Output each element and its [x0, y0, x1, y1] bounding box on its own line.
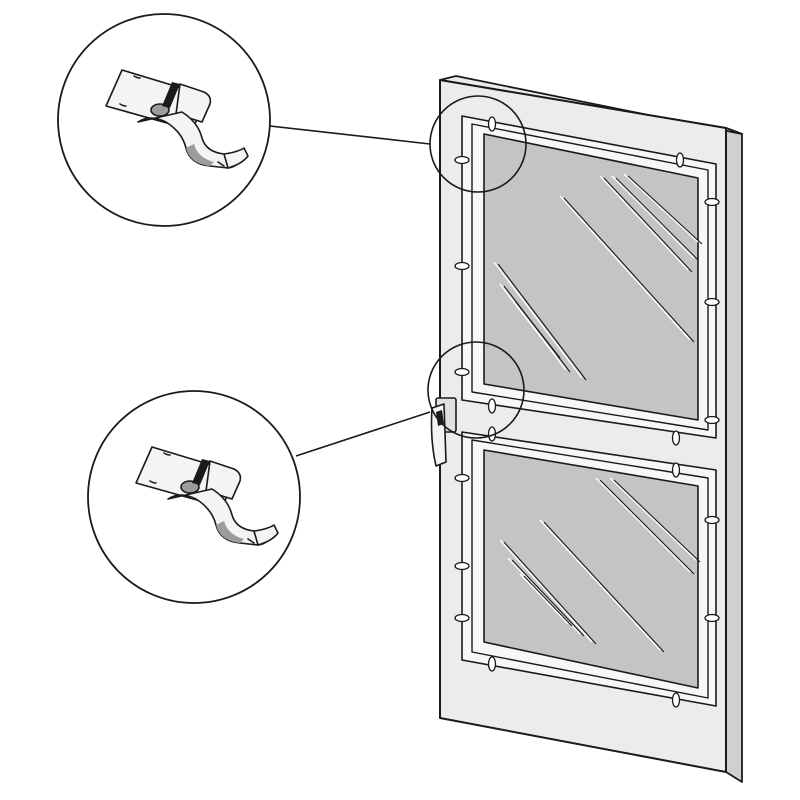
- upper-glass-reflection-5: [515, 301, 561, 359]
- door-clip-16: [704, 613, 720, 623]
- door-clip-1: [675, 152, 685, 168]
- storm-door: [430, 75, 743, 783]
- upper-glass-reflection-2: [627, 175, 703, 245]
- scene: [57, 13, 743, 783]
- upper-glass-highlight-6: [559, 195, 691, 341]
- lower-glass-reflection-5: [543, 521, 665, 653]
- lower-glass-highlight-5: [539, 519, 661, 651]
- leader-line-top: [269, 125, 431, 145]
- door-clip-10: [671, 430, 681, 446]
- lower-glass-highlight-4: [519, 573, 569, 625]
- door-clip-11: [671, 462, 681, 478]
- upper-glass-reflection-1: [615, 177, 699, 261]
- door-clip-0: [487, 116, 497, 132]
- upper-glass-highlight-2: [623, 173, 699, 243]
- lower-glass-reflection-3: [511, 559, 585, 637]
- handle-shadow: [436, 410, 444, 426]
- door-clip-12: [454, 473, 470, 483]
- lower-glass-highlight-2: [499, 539, 593, 643]
- door-clip-13: [454, 561, 470, 571]
- upper-glass-panel-glass: [483, 133, 699, 421]
- upper-glass-highlight-3: [493, 261, 583, 379]
- upper-glass-reflection-0: [603, 177, 693, 273]
- upper-glass-reflection-6: [563, 197, 695, 343]
- door-clip-17: [487, 656, 497, 672]
- lower-glass-reflection-4: [523, 575, 573, 627]
- detail-callout-middle: [87, 390, 301, 604]
- upper-glass-panel: [461, 115, 717, 439]
- door-clip-18: [671, 692, 681, 708]
- door-clip-4: [704, 415, 720, 425]
- lower-glass-highlight-0: [595, 477, 691, 573]
- highlight-circle-middle: [427, 341, 525, 439]
- door-clip-8: [487, 398, 497, 414]
- door-clip-15: [704, 515, 720, 525]
- door-clip-7: [454, 367, 470, 377]
- lower-glass-reflection-1: [613, 479, 701, 563]
- door-clip-3: [704, 297, 720, 307]
- upper-glass-highlight-1: [611, 175, 695, 259]
- lower-glass-highlight-1: [609, 477, 697, 561]
- lower-glass-reflection-0: [599, 479, 695, 575]
- detail-callout-top: [57, 13, 271, 227]
- door-clip-14: [454, 613, 470, 623]
- door-side-edge: [725, 127, 743, 783]
- retaining-clips: [454, 116, 720, 708]
- upper-glass-highlight-0: [599, 175, 689, 271]
- leader-line-middle: [295, 411, 431, 457]
- door-clip-5: [454, 155, 470, 165]
- door-clip-2: [704, 197, 720, 207]
- lower-glass-reflection-2: [503, 541, 597, 645]
- upper-glass-highlight-5: [511, 299, 557, 357]
- upper-glass-reflection-3: [497, 263, 587, 381]
- lower-glass-panel: [461, 431, 717, 707]
- door-clip-6: [454, 261, 470, 271]
